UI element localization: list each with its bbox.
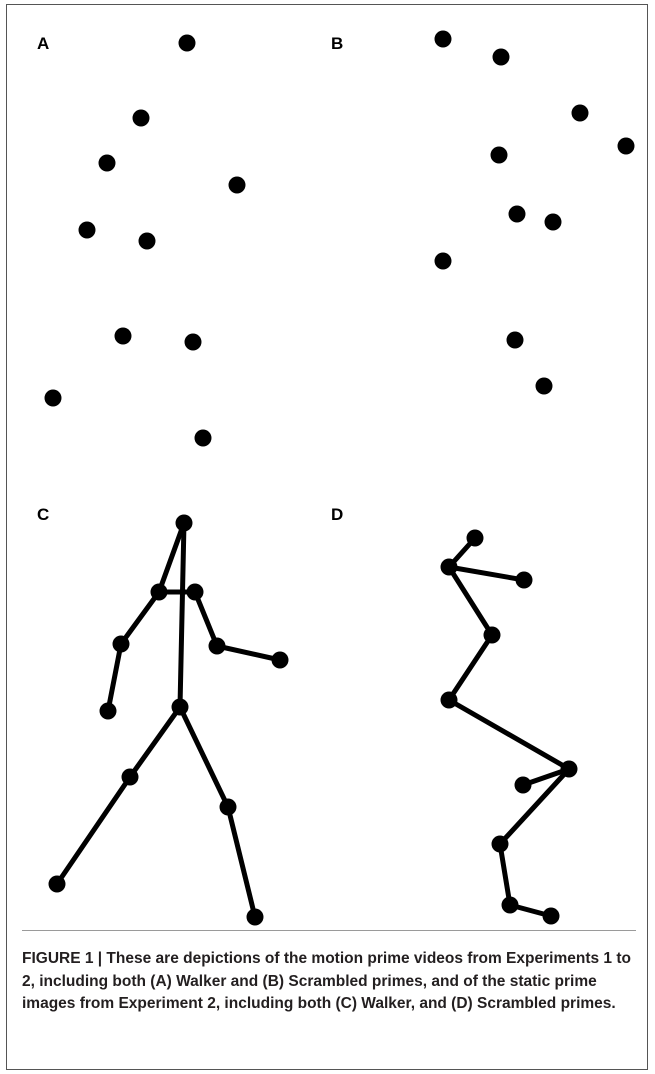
panel-a-dot-4 xyxy=(228,176,246,194)
panel-a-dot-7 xyxy=(114,327,132,345)
panel-d-dot-6 xyxy=(560,760,578,778)
panel-d-dot-3 xyxy=(515,571,533,589)
figure-frame xyxy=(6,4,648,1070)
panel-d-dot-4 xyxy=(483,626,501,644)
panel-c-segment-9 xyxy=(54,774,133,887)
panel-c-segment-11 xyxy=(225,804,258,920)
panel-d-segment-2 xyxy=(446,564,527,583)
panel-c-dot-12 xyxy=(246,908,264,926)
panel-d-dot-9 xyxy=(501,896,519,914)
panel-label-d: D xyxy=(331,505,343,524)
panel-b-dot-6 xyxy=(508,205,526,223)
panel-d-dot-8 xyxy=(491,835,509,853)
panel-label-b: B xyxy=(331,34,343,53)
panel-c-segment-4 xyxy=(118,589,162,647)
panel-c-dot-3 xyxy=(186,583,204,601)
panel-a-dot-2 xyxy=(132,109,150,127)
panel-c-dot-11 xyxy=(48,875,66,893)
panel-a-dot-6 xyxy=(138,232,156,250)
panel-c-dot-8 xyxy=(171,698,189,716)
caption-divider xyxy=(22,930,636,931)
figure-marks xyxy=(44,30,635,926)
figure-caption: FIGURE 1 | These are depictions of the m… xyxy=(22,950,631,1012)
panel-c-segment-10 xyxy=(177,704,231,810)
panel-d-segment-5 xyxy=(446,697,572,772)
panel-c-dot-10 xyxy=(219,798,237,816)
panel-c-segment-1 xyxy=(177,520,187,710)
panel-b-dot-8 xyxy=(434,252,452,270)
panel-a-dot-1 xyxy=(178,34,196,52)
panel-c-dot-6 xyxy=(271,651,289,669)
panel-c-dot-4 xyxy=(112,635,130,653)
panel-b-dot-7 xyxy=(544,213,562,231)
panel-d-dot-2 xyxy=(440,558,458,576)
panel-a-dot-3 xyxy=(98,154,116,172)
panel-d-segment-8 xyxy=(497,841,513,908)
panel-d-segment-3 xyxy=(446,564,495,638)
panel-a-dot-8 xyxy=(184,333,202,351)
panel-d xyxy=(440,529,578,925)
panel-d-dot-7 xyxy=(514,776,532,794)
panel-a-dot-9 xyxy=(44,389,62,407)
panel-c-dot-7 xyxy=(99,702,117,720)
panel-label-a: A xyxy=(37,34,49,53)
panel-a-dot-5 xyxy=(78,221,96,239)
panel-b xyxy=(434,30,635,395)
panel-c-segment-7 xyxy=(214,643,283,663)
panel-c-segment-2 xyxy=(156,520,187,595)
panel-d-segment-4 xyxy=(446,632,495,703)
panel-c-segment-5 xyxy=(105,641,124,714)
panel-d-dot-1 xyxy=(466,529,484,547)
panel-a xyxy=(44,34,246,447)
panel-d-dot-10 xyxy=(542,907,560,925)
panel-b-dot-3 xyxy=(571,104,589,122)
panel-c-dot-2 xyxy=(150,583,168,601)
panel-c-dot-1 xyxy=(175,514,193,532)
panel-b-dot-9 xyxy=(506,331,524,349)
panel-c-dot-9 xyxy=(121,768,139,786)
panel-b-dot-2 xyxy=(492,48,510,66)
panel-c-segment-6 xyxy=(192,589,220,649)
panel-label-c: C xyxy=(37,505,49,524)
panel-a-dot-10 xyxy=(194,429,212,447)
panel-c-segment-8 xyxy=(127,704,183,780)
panel-d-dot-5 xyxy=(440,691,458,709)
panel-b-dot-5 xyxy=(490,146,508,164)
panel-c xyxy=(48,514,289,926)
panel-c-dot-5 xyxy=(208,637,226,655)
panel-b-dot-4 xyxy=(617,137,635,155)
panel-b-dot-1 xyxy=(434,30,452,48)
panel-b-dot-10 xyxy=(535,377,553,395)
panel-d-segment-7 xyxy=(497,766,572,847)
